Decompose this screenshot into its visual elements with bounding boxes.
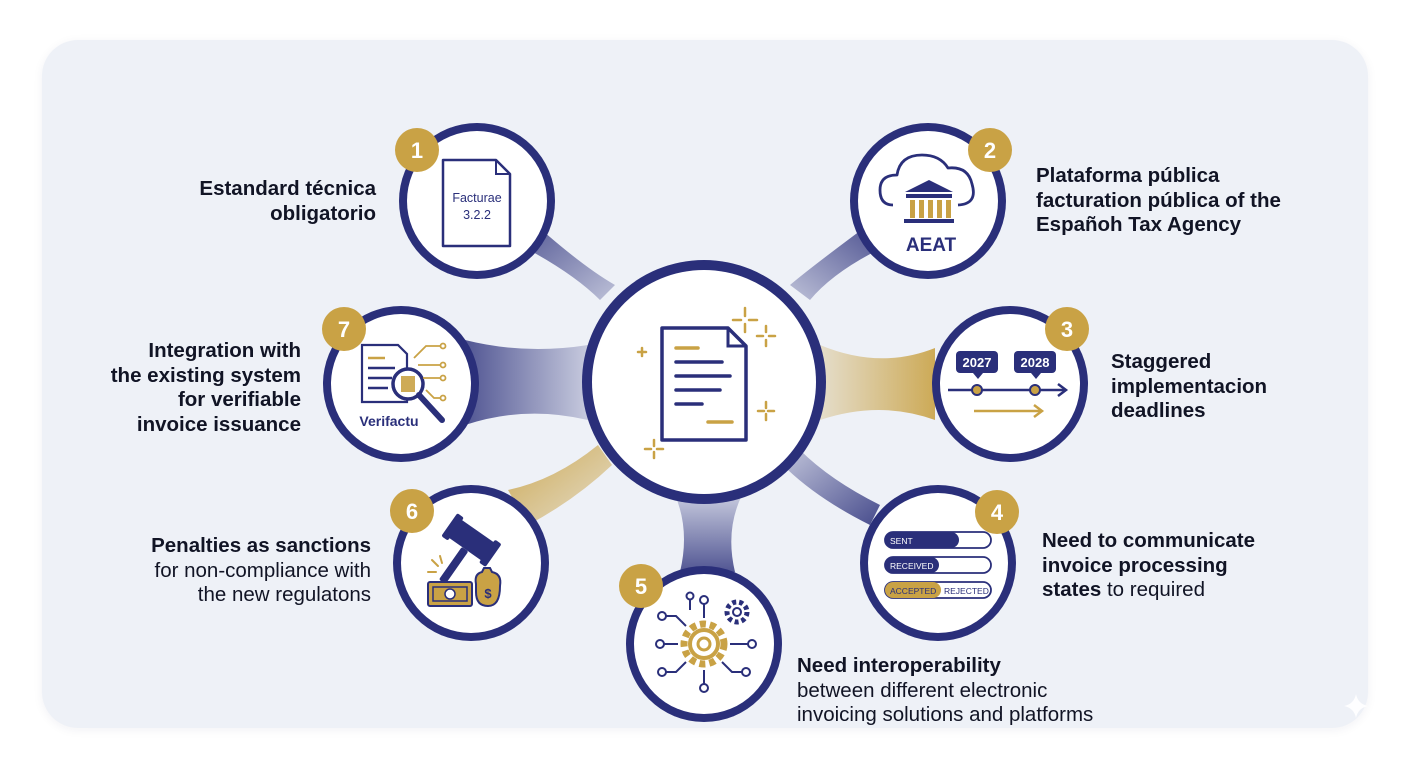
connector-arm-5 (675, 495, 742, 572)
label-line: implementacion (1111, 374, 1268, 398)
number-badge: 1 (395, 128, 439, 172)
label-line: the new regulatons (197, 583, 371, 606)
node-2: AEAT 2 (850, 123, 1012, 279)
label-line-suffix: to required (1101, 578, 1205, 601)
node-5: 5 (619, 564, 782, 722)
number-badge: 6 (390, 489, 434, 533)
timeline-icon: 2027 2028 (948, 351, 1069, 418)
label-line: Plataforma pública (1036, 164, 1220, 187)
gears-network-icon (655, 591, 757, 693)
status-rejected: REJECTED (944, 586, 989, 596)
center-hub (582, 260, 826, 504)
sparkle-icon (636, 306, 777, 460)
sparkle-icon (1344, 694, 1368, 718)
document-icon (660, 326, 748, 442)
icon-text: 2027 (963, 355, 992, 370)
label-line: invoice issuance (136, 412, 301, 436)
number-badge: 2 (968, 128, 1012, 172)
label-line: Integration with (148, 339, 301, 362)
icon-text: 3.2.2 (463, 208, 491, 222)
label-node-2: Plataforma pública facturation pública o… (1036, 164, 1281, 238)
label-line: Españoh Tax Agency (1036, 213, 1242, 236)
badge-number: 6 (406, 499, 418, 524)
label-line: states (1042, 578, 1102, 601)
node-6: $ 6 (390, 485, 549, 641)
label-line: for verifiable (177, 388, 301, 411)
label-node-6: Penalties as sanctions for non-complianc… (151, 534, 371, 608)
node-4: SENT RECEIVED ACCEPTED REJECTED 4 (860, 485, 1019, 641)
label-line: for non-compliance with (154, 558, 372, 582)
badge-number: 7 (338, 317, 350, 342)
node-7: Verifactu 7 (322, 306, 479, 462)
label-line: Need interoperability (797, 654, 1001, 677)
label-node-5: Need interoperability between different … (797, 654, 1093, 728)
status-bars-icon: SENT RECEIVED ACCEPTED REJECTED (884, 531, 992, 599)
label-node-7: Integration with the existing system for… (111, 339, 301, 437)
label-line: obligatorio (270, 201, 376, 225)
label-line: invoice processing (1042, 553, 1228, 577)
icon-text: Verifactu (359, 413, 418, 429)
label-line: Estandard técnica (199, 177, 376, 200)
label-line: invoicing solutions and platforms (797, 703, 1094, 726)
node-3: 2027 2028 3 (932, 306, 1089, 462)
status-received: RECEIVED (890, 561, 933, 571)
connector-arm-7 (465, 340, 588, 425)
label-line: Need to communicate (1042, 529, 1256, 552)
gavel-money-icon: $ (427, 513, 502, 608)
badge-number: 4 (991, 500, 1004, 525)
number-badge: 7 (322, 307, 366, 351)
number-badge: 3 (1045, 307, 1089, 351)
status-accepted: ACCEPTED (890, 586, 936, 596)
label-node-3: Staggered implementacion deadlines (1111, 350, 1267, 424)
label-line: the existing system (110, 363, 301, 387)
number-badge: 5 (619, 564, 663, 608)
label-node-1: Estandard técnica obligatorio (199, 177, 376, 226)
icon-text: Facturae (452, 191, 501, 205)
label-line: facturation pública of the (1036, 188, 1281, 212)
label-line: Staggered (1111, 350, 1212, 373)
badge-number: 1 (411, 138, 423, 163)
document-icon (441, 158, 512, 248)
connector-arm-4 (788, 450, 880, 525)
label-line: Penalties as sanctions (151, 534, 371, 557)
label-line: between different electronic (797, 678, 1048, 702)
icon-text: AEAT (906, 235, 957, 256)
badge-number: 3 (1061, 317, 1073, 342)
icon-text: 2028 (1021, 355, 1050, 370)
number-badge: 4 (975, 490, 1019, 534)
badge-number: 2 (984, 138, 996, 163)
cloud-bank-icon (878, 153, 975, 223)
label-line: deadlines (1111, 399, 1206, 422)
connector-arm-6 (508, 445, 612, 525)
badge-number: 5 (635, 574, 647, 599)
connector-arm-3 (820, 345, 935, 420)
label-node-4: Need to communicate invoice processing s… (1042, 529, 1255, 603)
status-sent: SENT (890, 536, 913, 546)
svg-text:$: $ (484, 586, 492, 601)
magnifier-document-icon (360, 342, 447, 423)
node-1: Facturae 3.2.2 1 (395, 123, 555, 279)
